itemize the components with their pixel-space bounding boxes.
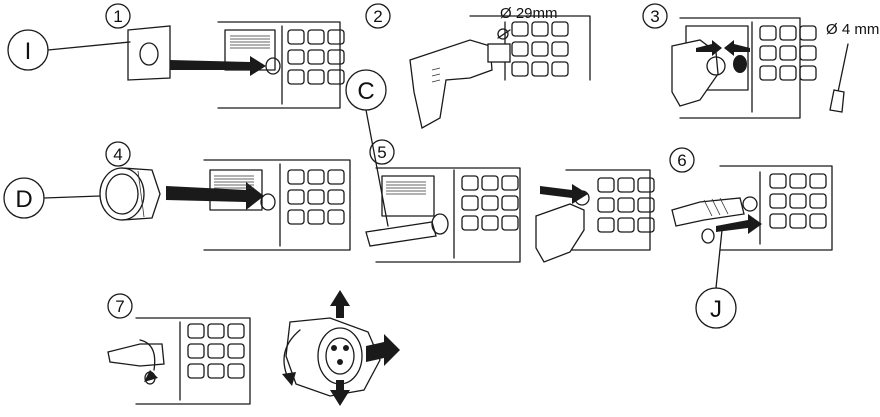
step-4-number: 4 xyxy=(113,145,122,164)
drilling-template xyxy=(127,25,171,81)
arrow-right-icon xyxy=(170,56,266,76)
step-2-number: 2 xyxy=(373,7,382,26)
power-cable xyxy=(671,197,745,227)
arrow-right-icon xyxy=(366,334,400,366)
step-3-number: 3 xyxy=(650,7,659,26)
callout-c: C xyxy=(357,78,374,105)
step-2-panel: 2 Ø 29mm xyxy=(365,3,591,129)
step-6-number: 6 xyxy=(677,151,686,170)
callout-j: J xyxy=(710,296,722,323)
callout-i: I xyxy=(25,38,32,65)
step-4-panel: 4 D xyxy=(3,141,351,251)
step-1-number: 1 xyxy=(113,7,122,26)
rotate-arrow-icon xyxy=(282,372,296,386)
arrow-right-icon xyxy=(166,182,264,210)
drill-bit-diameter: Ø 4 mm xyxy=(826,21,879,38)
screwdriver-icon xyxy=(829,43,849,113)
arrow-right-icon xyxy=(716,214,762,234)
step-5-panel: 5 C xyxy=(345,69,655,263)
step-1-panel: 1 I xyxy=(7,3,345,109)
arrow-right-icon xyxy=(540,184,588,204)
arrow-right-icon xyxy=(724,40,750,56)
hand-icon xyxy=(535,203,585,263)
hole-saw-diameter: Ø 29mm xyxy=(500,5,558,22)
step-3-panel: 3 Ø 4 mm xyxy=(642,3,879,119)
hand-icon xyxy=(671,39,719,107)
grommet-icon xyxy=(99,167,161,221)
connector-detail xyxy=(282,317,381,397)
arrow-down-icon xyxy=(330,380,350,406)
arrow-up-icon xyxy=(330,290,350,318)
step-6-panel: 6 J xyxy=(669,147,833,329)
step-7-number: 7 xyxy=(115,297,124,316)
power-cable xyxy=(365,221,437,247)
step-7-panel: 7 xyxy=(107,290,400,406)
power-cable xyxy=(107,343,165,367)
step-5-number: 5 xyxy=(377,143,386,162)
callout-d: D xyxy=(15,186,32,213)
drill-icon xyxy=(409,39,493,129)
arrow-left-icon xyxy=(696,40,722,56)
